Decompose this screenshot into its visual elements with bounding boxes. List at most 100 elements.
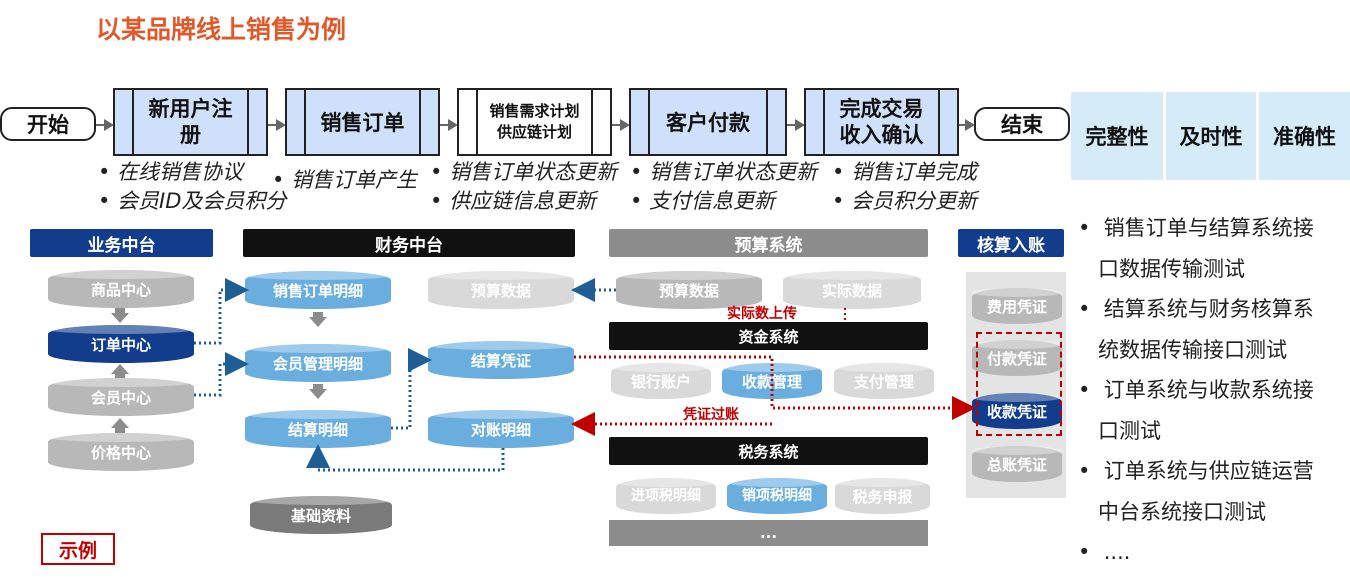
test-line: 订单系统与收款系统接 bbox=[1103, 378, 1314, 402]
tax-system-header: 税务系统 bbox=[609, 437, 928, 465]
flow-arrow bbox=[959, 119, 975, 131]
page-title: 以某品牌线上销售为例 bbox=[96, 15, 347, 44]
test-line: 统数据传输接口测试 bbox=[1098, 337, 1287, 362]
bullet-text: 供应链信息更新 bbox=[449, 189, 597, 213]
test-line: .... bbox=[1103, 540, 1131, 564]
bullet-text: 销售订单产生 bbox=[291, 168, 418, 192]
test-item: • 结算系统与财务核算系统数据传输接口测试 bbox=[1078, 297, 1314, 362]
step-bullets: • 销售订单产生 bbox=[272, 168, 418, 192]
cylinder-label: 总账凭证 bbox=[986, 455, 1047, 474]
sales-order-detail-cylinder: 销售订单明细 bbox=[245, 271, 391, 309]
step-bullets: • 销售订单状态更新• 支付信息更新 bbox=[630, 160, 818, 213]
connector-settlement-to-voucher bbox=[391, 348, 432, 430]
actual-upload-label: 实际数上传 bbox=[727, 306, 797, 322]
tax-more-bar: ... bbox=[609, 520, 928, 546]
step-new-user-registration: 新用户注册 bbox=[113, 88, 268, 156]
step-label-line: 客户付款 bbox=[666, 111, 750, 135]
arrow-stem bbox=[115, 308, 125, 314]
budget-data-faded-cylinder: 预算数据 bbox=[428, 271, 574, 309]
price-center-cylinder: 价格中心 bbox=[48, 433, 194, 471]
step-bullets: • 销售订单状态更新• 供应链信息更新 bbox=[430, 160, 618, 213]
step-label-line: 销售订单 bbox=[320, 111, 405, 135]
payment-voucher-cylinder: 付款凭证 bbox=[972, 340, 1062, 376]
down-arrow bbox=[309, 389, 327, 399]
step-bullets: • 销售订单完成• 会员积分更新 bbox=[832, 160, 978, 213]
down-arrow bbox=[111, 313, 129, 323]
output-tax-detail-cylinder: 销项税明细 bbox=[727, 478, 827, 514]
highlight-box bbox=[976, 332, 1062, 436]
funds-system-header: 资金系统 bbox=[609, 322, 928, 350]
cylinder-label: 商品中心 bbox=[90, 280, 151, 299]
test-item: • .... bbox=[1078, 540, 1131, 564]
step-label-line: 销售需求计划 bbox=[489, 102, 580, 120]
reconciliation-detail-cylinder: 对账明细 bbox=[428, 410, 574, 448]
connector-member-to-member-mgmt bbox=[194, 352, 249, 397]
flow-arrow bbox=[612, 119, 630, 131]
arrow-stem bbox=[115, 373, 125, 379]
cylinder-label: 销售订单明细 bbox=[272, 281, 363, 300]
settlement-detail-cylinder: 结算明细 bbox=[245, 410, 391, 448]
flow-arrow bbox=[96, 119, 114, 131]
connector-voucher-to-receipt bbox=[574, 355, 976, 420]
step-label-line: 完成交易 bbox=[839, 97, 924, 121]
cylinder-label: 实际数据 bbox=[821, 281, 882, 300]
cylinder-label: 销项税明细 bbox=[742, 487, 812, 504]
bullet-text: 在线销售协议 bbox=[117, 160, 244, 184]
budget-data-cylinder: 预算数据 bbox=[616, 271, 762, 309]
tax-declaration-cylinder: 税务申报 bbox=[835, 478, 930, 514]
step-label-line: 收入确认 bbox=[839, 123, 924, 147]
cylinder-label: 价格中心 bbox=[90, 443, 151, 462]
flow-arrow bbox=[268, 119, 286, 131]
actual-data-cylinder: 实际数据 bbox=[783, 271, 921, 309]
up-arrow bbox=[111, 418, 129, 428]
bank-account-cylinder: 银行账户 bbox=[611, 363, 711, 399]
cylinder-label: 银行账户 bbox=[630, 372, 691, 391]
business-platform-header: 业务中台 bbox=[30, 229, 213, 257]
master-data-cylinder: 基础资料 bbox=[250, 496, 392, 534]
bullet-text: 销售订单状态更新 bbox=[649, 160, 818, 184]
expense-voucher-cylinder: 费用凭证 bbox=[972, 288, 1062, 324]
connector-recon-to-settlement bbox=[306, 444, 505, 472]
arrow-stem bbox=[313, 384, 323, 390]
order-center-cylinder: 订单中心 bbox=[48, 325, 194, 363]
cylinder-label: 收款管理 bbox=[741, 372, 802, 391]
test-line: 销售订单与结算系统接 bbox=[1103, 216, 1314, 240]
arrow-stem bbox=[115, 427, 125, 435]
payment-management-cylinder: 支付管理 bbox=[834, 363, 934, 399]
start-node: 开始 bbox=[0, 107, 96, 141]
end-node: 结束 bbox=[974, 107, 1070, 141]
test-line: 口数据传输测试 bbox=[1098, 256, 1245, 281]
connector-order-to-sales bbox=[194, 278, 249, 345]
step-label-line: 供应链计划 bbox=[496, 123, 572, 141]
member-management-detail-cylinder: 会员管理明细 bbox=[245, 344, 391, 382]
cylinder-label: 税务申报 bbox=[852, 487, 913, 506]
bullet-text: 会员积分更新 bbox=[851, 189, 978, 213]
cylinder-label: 会员中心 bbox=[90, 388, 151, 407]
arrow-stem bbox=[313, 312, 323, 318]
receipt-voucher-cylinder: 收款凭证 bbox=[972, 393, 1062, 429]
criteria-timeliness: 及时性 bbox=[1166, 92, 1256, 180]
step-customer-payment: 客户付款 bbox=[629, 88, 787, 156]
test-line: 订单系统与供应链运营 bbox=[1103, 459, 1314, 483]
bullet-text: 销售订单完成 bbox=[851, 160, 978, 184]
cylinder-label: 进项税明细 bbox=[631, 487, 701, 504]
test-line: 中台系统接口测试 bbox=[1098, 499, 1266, 524]
settlement-voucher-cylinder: 结算凭证 bbox=[428, 341, 574, 379]
cylinder-label: 费用凭证 bbox=[986, 297, 1047, 316]
bullet-text: 会员ID及会员积分 bbox=[117, 189, 287, 213]
cylinder-label: 结算明细 bbox=[287, 420, 348, 439]
test-list: • 销售订单与结算系统接口数据传输测试 • 结算系统与财务核算系统数据传输接口测… bbox=[1078, 208, 1348, 573]
example-label: 示例 bbox=[41, 533, 115, 565]
test-item: • 订单系统与收款系统接口测试 bbox=[1078, 378, 1314, 443]
down-arrow bbox=[309, 317, 327, 327]
general-ledger-voucher-cylinder: 总账凭证 bbox=[972, 446, 1062, 482]
cylinder-label: 结算凭证 bbox=[470, 351, 531, 370]
cylinder-label: 预算数据 bbox=[470, 281, 531, 300]
cylinder-label: 付款凭证 bbox=[986, 349, 1047, 368]
test-item: • 销售订单与结算系统接口数据传输测试 bbox=[1078, 216, 1314, 281]
test-line: 口测试 bbox=[1098, 418, 1161, 443]
member-center-cylinder: 会员中心 bbox=[48, 378, 194, 416]
finance-platform-header: 财务中台 bbox=[243, 229, 575, 257]
cylinder-label: 支付管理 bbox=[853, 372, 914, 391]
cylinder-label: 会员管理明细 bbox=[272, 354, 363, 373]
